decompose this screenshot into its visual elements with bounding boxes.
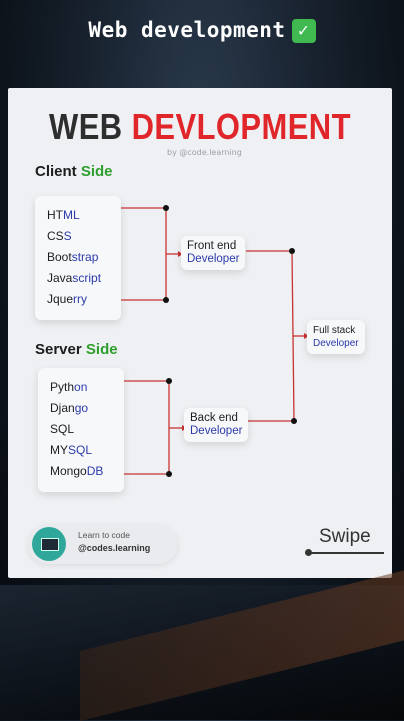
title-web: WEB [49, 106, 123, 147]
list-item: Django [50, 401, 89, 415]
list-item: Jquerry [47, 292, 88, 306]
byline: by @code.learning [167, 148, 242, 157]
list-item: MongoDB [50, 464, 104, 478]
client-tech-list: HTML CSS Bootstrap Javascript Jquerry [35, 196, 121, 320]
swipe-label: Swipe [319, 526, 371, 547]
server-side-heading: Server Side [35, 341, 118, 358]
server-tech-list: Python Django SQL MYSQL MongoDB [38, 368, 124, 492]
swipe-dot-icon [305, 549, 312, 556]
list-item: Bootstrap [47, 250, 99, 264]
list-item: MYSQL [50, 443, 93, 457]
full-stack-developer-node: Full stack Developer [307, 320, 365, 354]
account-handle: @codes.learning [78, 543, 151, 553]
connector-lines [121, 205, 309, 477]
check-mark-icon: ✓ [291, 19, 316, 43]
card-title: WEB DEVLOPMENT [35, 106, 365, 148]
list-item: CSS [47, 229, 72, 243]
front-end-developer-node: Front end Developer [181, 236, 246, 270]
learn-to-code-text: Learn to code [78, 530, 130, 540]
list-item: Python [50, 380, 88, 394]
laptop-logo-icon [32, 527, 66, 561]
caption-text: Web development [88, 18, 286, 42]
back-end-developer-node: Back end Developer [184, 408, 249, 442]
video-caption: Web development✓ [0, 18, 404, 43]
infographic-card: WEB DEVLOPMENT by @code.learning Client … [8, 88, 392, 578]
swipe-arrow-line [308, 552, 384, 554]
list-item: Javascript [47, 271, 102, 285]
list-item: SQL [50, 422, 75, 436]
client-side-heading: Client Side [35, 163, 113, 180]
title-development: DEVLOPMENT [131, 106, 351, 147]
profile-pill[interactable]: Learn to code @codes.learning [28, 524, 178, 564]
list-item: HTML [47, 208, 80, 222]
